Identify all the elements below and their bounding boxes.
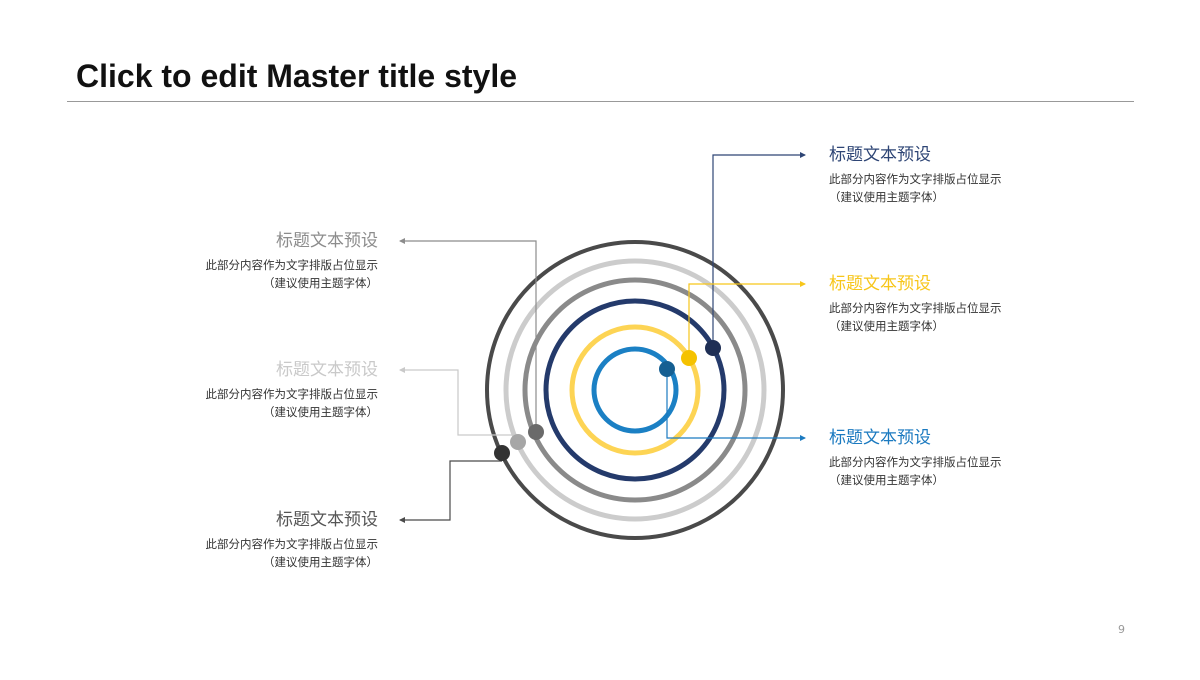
dot-yellow — [681, 350, 697, 366]
block-desc-2[interactable]: （建议使用主题字体） — [829, 190, 944, 204]
text-block-navy: 标题文本预设 此部分内容作为文字排版占位显示 （建议使用主题字体） — [829, 144, 1069, 206]
block-desc[interactable]: 此部分内容作为文字排版占位显示 — [829, 301, 1002, 315]
text-block-light-gray: 标题文本预设 此部分内容作为文字排版占位显示 （建议使用主题字体） — [138, 359, 379, 421]
connector-light-gray — [399, 367, 518, 436]
block-desc[interactable]: 此部分内容作为文字排版占位显示 — [205, 387, 379, 401]
block-desc-2[interactable]: （建议使用主题字体） — [263, 276, 378, 290]
text-block-gray: 标题文本预设 此部分内容作为文字排版占位显示 （建议使用主题字体） — [138, 230, 379, 292]
block-title[interactable]: 标题文本预设 — [276, 231, 378, 251]
title-divider — [67, 101, 1134, 102]
dot-gray — [528, 424, 544, 440]
connector-yellow — [688, 281, 806, 358]
ring-blue — [591, 346, 679, 434]
dot-dark — [494, 445, 510, 461]
dot-blue — [659, 361, 675, 377]
text-block-dark: 标题文本预设 此部分内容作为文字排版占位显示 （建议使用主题字体） — [138, 509, 379, 571]
ring-dark — [485, 240, 785, 540]
block-desc[interactable]: 此部分内容作为文字排版占位显示 — [205, 258, 379, 272]
block-desc[interactable]: 此部分内容作为文字排版占位显示 — [829, 455, 1002, 469]
ring-light-gray — [503, 258, 767, 522]
block-desc-2[interactable]: （建议使用主题字体） — [263, 555, 378, 569]
dot-navy — [705, 340, 721, 356]
connector-dark — [399, 460, 502, 523]
block-title[interactable]: 标题文本预设 — [276, 510, 378, 530]
block-desc[interactable]: 此部分内容作为文字排版占位显示 — [205, 537, 379, 551]
block-desc-2[interactable]: （建议使用主题字体） — [263, 405, 378, 419]
block-title[interactable]: 标题文本预设 — [829, 145, 931, 165]
block-desc-2[interactable]: （建议使用主题字体） — [829, 473, 944, 487]
block-title[interactable]: 标题文本预设 — [276, 360, 378, 380]
dot-light-gray — [510, 434, 526, 450]
block-desc-2[interactable]: （建议使用主题字体） — [829, 319, 944, 333]
slide-title[interactable]: Click to edit Master title style — [76, 58, 518, 94]
connector-gray — [399, 238, 537, 432]
text-block-yellow: 标题文本预设 此部分内容作为文字排版占位显示 （建议使用主题字体） — [829, 273, 1069, 335]
block-title[interactable]: 标题文本预设 — [829, 428, 931, 448]
block-desc[interactable]: 此部分内容作为文字排版占位显示 — [829, 172, 1002, 186]
block-title[interactable]: 标题文本预设 — [829, 274, 931, 294]
ring-yellow — [569, 324, 701, 456]
page-number: 9 — [1118, 623, 1125, 636]
ring-gray — [522, 277, 748, 503]
ring-navy — [543, 298, 727, 482]
connector-navy — [712, 152, 806, 348]
connector-blue — [666, 369, 806, 441]
text-block-blue: 标题文本预设 此部分内容作为文字排版占位显示 （建议使用主题字体） — [829, 427, 1069, 489]
